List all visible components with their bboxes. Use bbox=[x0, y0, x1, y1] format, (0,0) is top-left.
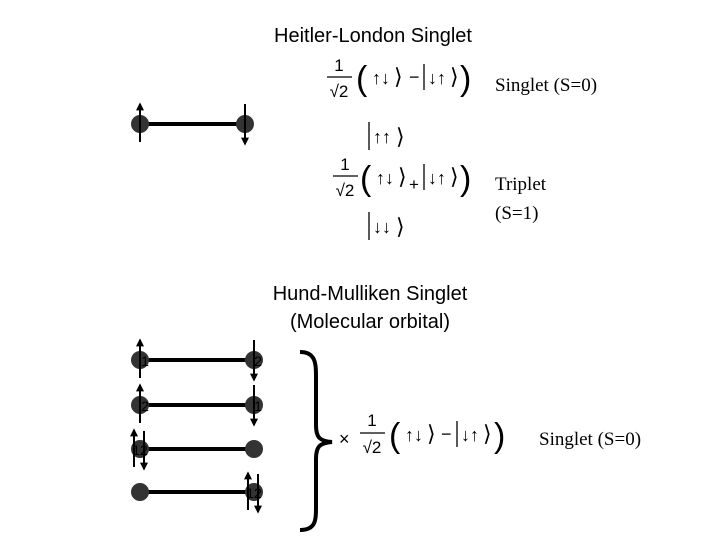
triplet-spin-label: (S=1) bbox=[495, 203, 538, 224]
plus-sign: + bbox=[409, 175, 419, 194]
triplet-formula: 1 √2 ( ↑↓ ⟩ + ↓↑ ⟩ ) bbox=[333, 155, 471, 200]
hm-row-1: 1 2 bbox=[131, 338, 263, 382]
svg-text:⟩: ⟩ bbox=[450, 164, 459, 189]
triplet-label: Triplet bbox=[495, 174, 547, 195]
hm-row-3: 12 bbox=[130, 428, 263, 471]
svg-text:): ) bbox=[494, 417, 505, 455]
heitler-london-heading: Heitler-London Singlet bbox=[274, 25, 472, 47]
singlet-label-bottom: Singlet (S=0) bbox=[539, 429, 641, 450]
coef-numerator: 1 bbox=[334, 56, 343, 75]
svg-text:⟩: ⟩ bbox=[396, 214, 405, 239]
site-label: 1 bbox=[141, 353, 149, 369]
singlet-formula-top: 1 √2 ( ↑↓ ⟩ − ↓↑ ⟩ ) bbox=[327, 56, 471, 101]
svg-text:(: ( bbox=[360, 160, 372, 198]
curly-brace bbox=[299, 350, 333, 532]
svg-text:√2: √2 bbox=[363, 438, 382, 457]
heitler-london-molecule bbox=[131, 102, 254, 146]
ket-down-up: ↓↑ bbox=[428, 68, 446, 88]
svg-text:1: 1 bbox=[367, 411, 376, 430]
site-label: 2 bbox=[254, 353, 262, 369]
triplet-up-up-ket: ↑↑ ⟩ bbox=[368, 122, 405, 150]
svg-text:↑↓: ↑↓ bbox=[405, 425, 423, 445]
site-label: 1 bbox=[254, 398, 262, 414]
svg-text:1: 1 bbox=[340, 155, 349, 174]
site-label: 12 bbox=[132, 442, 148, 458]
triplet-down-down-ket: ↓↓ ⟩ bbox=[368, 212, 405, 240]
svg-text:): ) bbox=[460, 160, 471, 198]
svg-text:↑↓: ↑↓ bbox=[376, 168, 394, 188]
svg-text:⟩: ⟩ bbox=[450, 64, 459, 89]
svg-text:⟩: ⟩ bbox=[396, 124, 405, 149]
svg-text:↓↑: ↓↑ bbox=[461, 425, 479, 445]
site-label: 12 bbox=[246, 485, 262, 501]
hm-row-2: 2 1 bbox=[131, 383, 263, 427]
svg-text:⟩: ⟩ bbox=[398, 164, 407, 189]
singlet-formula-bottom: × 1 √2 ( ↑↓ ⟩ − ↓↑ ⟩ ) bbox=[339, 411, 505, 457]
svg-text:−: − bbox=[441, 424, 452, 444]
hm-row-4: 12 bbox=[131, 471, 263, 514]
svg-text:⟩: ⟩ bbox=[394, 64, 403, 89]
hund-mulliken-heading: Hund-Mulliken Singlet bbox=[273, 283, 468, 305]
ket-down-down: ↓↓ bbox=[373, 217, 391, 237]
svg-text:(: ( bbox=[389, 417, 401, 455]
ket-up-up: ↑↑ bbox=[373, 127, 391, 147]
svg-text:⟩: ⟩ bbox=[427, 421, 436, 446]
coef-denominator: √2 bbox=[330, 82, 349, 101]
svg-text:√2: √2 bbox=[336, 181, 355, 200]
site-label: 2 bbox=[141, 398, 149, 414]
svg-text:↓↑: ↓↑ bbox=[428, 168, 446, 188]
singlet-label-top: Singlet (S=0) bbox=[495, 75, 597, 96]
times-sign: × bbox=[339, 429, 350, 449]
hund-mulliken-subheading: (Molecular orbital) bbox=[290, 311, 450, 333]
svg-text:): ) bbox=[460, 60, 471, 98]
ket-up-down: ↑↓ bbox=[372, 68, 390, 88]
svg-text:⟩: ⟩ bbox=[483, 421, 492, 446]
svg-text:(: ( bbox=[356, 60, 368, 98]
minus-sign: − bbox=[409, 67, 420, 87]
